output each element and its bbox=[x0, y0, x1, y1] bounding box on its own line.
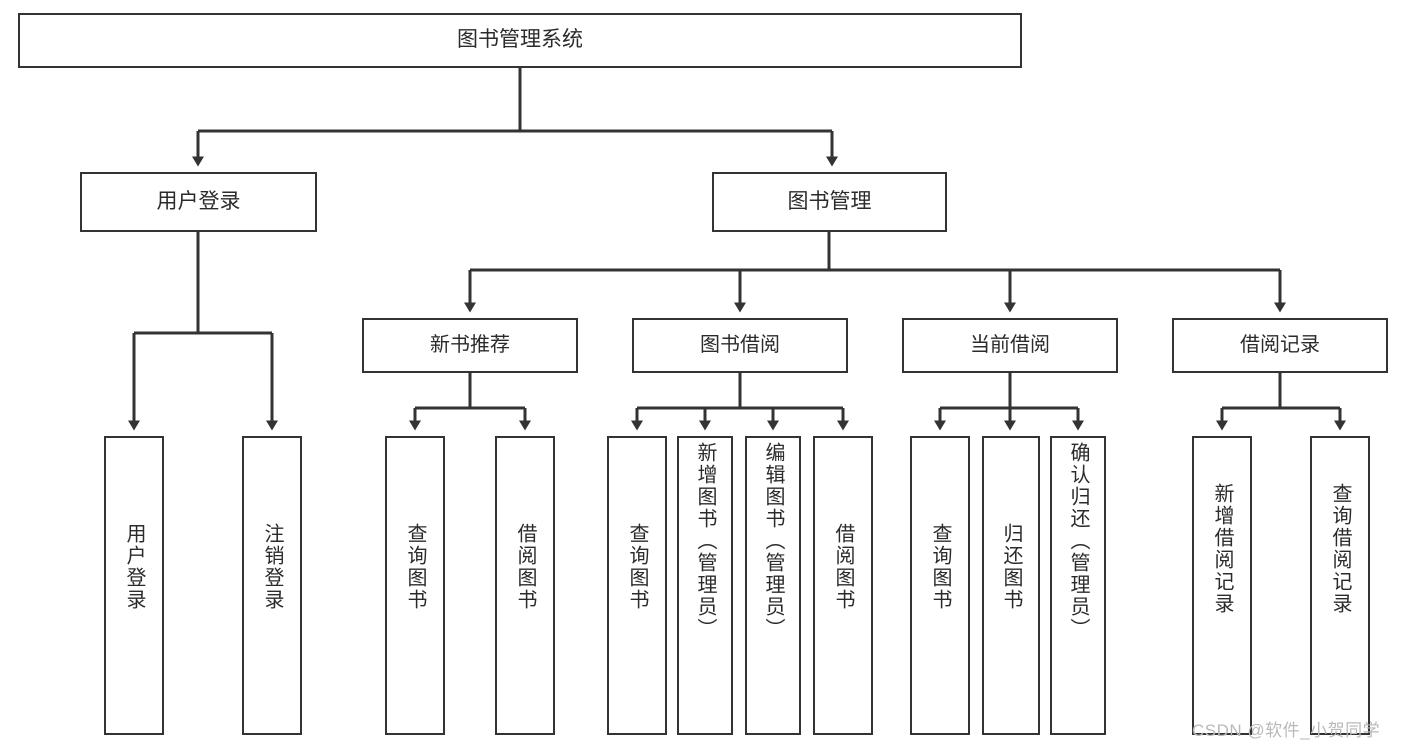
node-label: 查询图书 bbox=[626, 523, 648, 611]
node-label: 用户登录 bbox=[156, 189, 241, 213]
leaf-user-login[interactable]: 用户登录 bbox=[104, 436, 164, 735]
node-book-management[interactable]: 图书管理 bbox=[712, 172, 947, 232]
leaf-query-book-recommend[interactable]: 查询图书 bbox=[385, 436, 445, 735]
node-label: 图书管理 bbox=[787, 189, 872, 213]
node-user-login[interactable]: 用户登录 bbox=[80, 172, 317, 232]
node-borrow-record[interactable]: 借阅记录 bbox=[1172, 318, 1388, 373]
node-label: 图书管理系统 bbox=[457, 28, 583, 52]
node-label: 当前借阅 bbox=[970, 333, 1050, 356]
csdn-watermark: CSDN @软件_小贺同学 bbox=[1192, 721, 1381, 740]
node-new-book-recommend[interactable]: 新书推荐 bbox=[362, 318, 578, 373]
node-label: 查询图书 bbox=[929, 523, 951, 611]
leaf-edit-book-admin[interactable]: 编辑图书（管理员） bbox=[745, 436, 801, 735]
leaf-query-borrow-record[interactable]: 查询借阅记录 bbox=[1310, 436, 1370, 735]
node-label: 借阅图书 bbox=[832, 523, 854, 611]
leaf-add-borrow-record[interactable]: 新增借阅记录 bbox=[1192, 436, 1252, 735]
node-label: 确认归还（管理员） bbox=[1067, 442, 1089, 640]
node-label: 注销登录 bbox=[261, 523, 283, 611]
node-label: 借阅图书 bbox=[514, 523, 536, 611]
leaf-add-book-admin[interactable]: 新增图书（管理员） bbox=[677, 436, 733, 735]
node-root-library-system[interactable]: 图书管理系统 bbox=[18, 13, 1022, 68]
node-book-borrow[interactable]: 图书借阅 bbox=[632, 318, 848, 373]
node-label: 借阅记录 bbox=[1240, 333, 1320, 356]
node-label: 用户登录 bbox=[123, 523, 145, 611]
node-label: 归还图书 bbox=[1000, 523, 1022, 611]
node-current-borrow[interactable]: 当前借阅 bbox=[902, 318, 1118, 373]
leaf-query-book-borrow[interactable]: 查询图书 bbox=[607, 436, 667, 735]
node-label: 新增图书（管理员） bbox=[694, 442, 716, 640]
node-label: 编辑图书（管理员） bbox=[762, 442, 784, 640]
leaf-logout[interactable]: 注销登录 bbox=[242, 436, 302, 735]
leaf-borrow-book-recommend[interactable]: 借阅图书 bbox=[495, 436, 555, 735]
node-label: 新书推荐 bbox=[430, 333, 510, 356]
node-label: 查询借阅记录 bbox=[1329, 483, 1351, 615]
node-label: 查询图书 bbox=[404, 523, 426, 611]
node-label: 新增借阅记录 bbox=[1211, 483, 1233, 615]
leaf-borrow-book[interactable]: 借阅图书 bbox=[813, 436, 873, 735]
node-label: 图书借阅 bbox=[700, 333, 780, 356]
leaf-confirm-return-admin[interactable]: 确认归还（管理员） bbox=[1050, 436, 1106, 735]
leaf-query-book-current[interactable]: 查询图书 bbox=[910, 436, 970, 735]
leaf-return-book[interactable]: 归还图书 bbox=[982, 436, 1040, 735]
